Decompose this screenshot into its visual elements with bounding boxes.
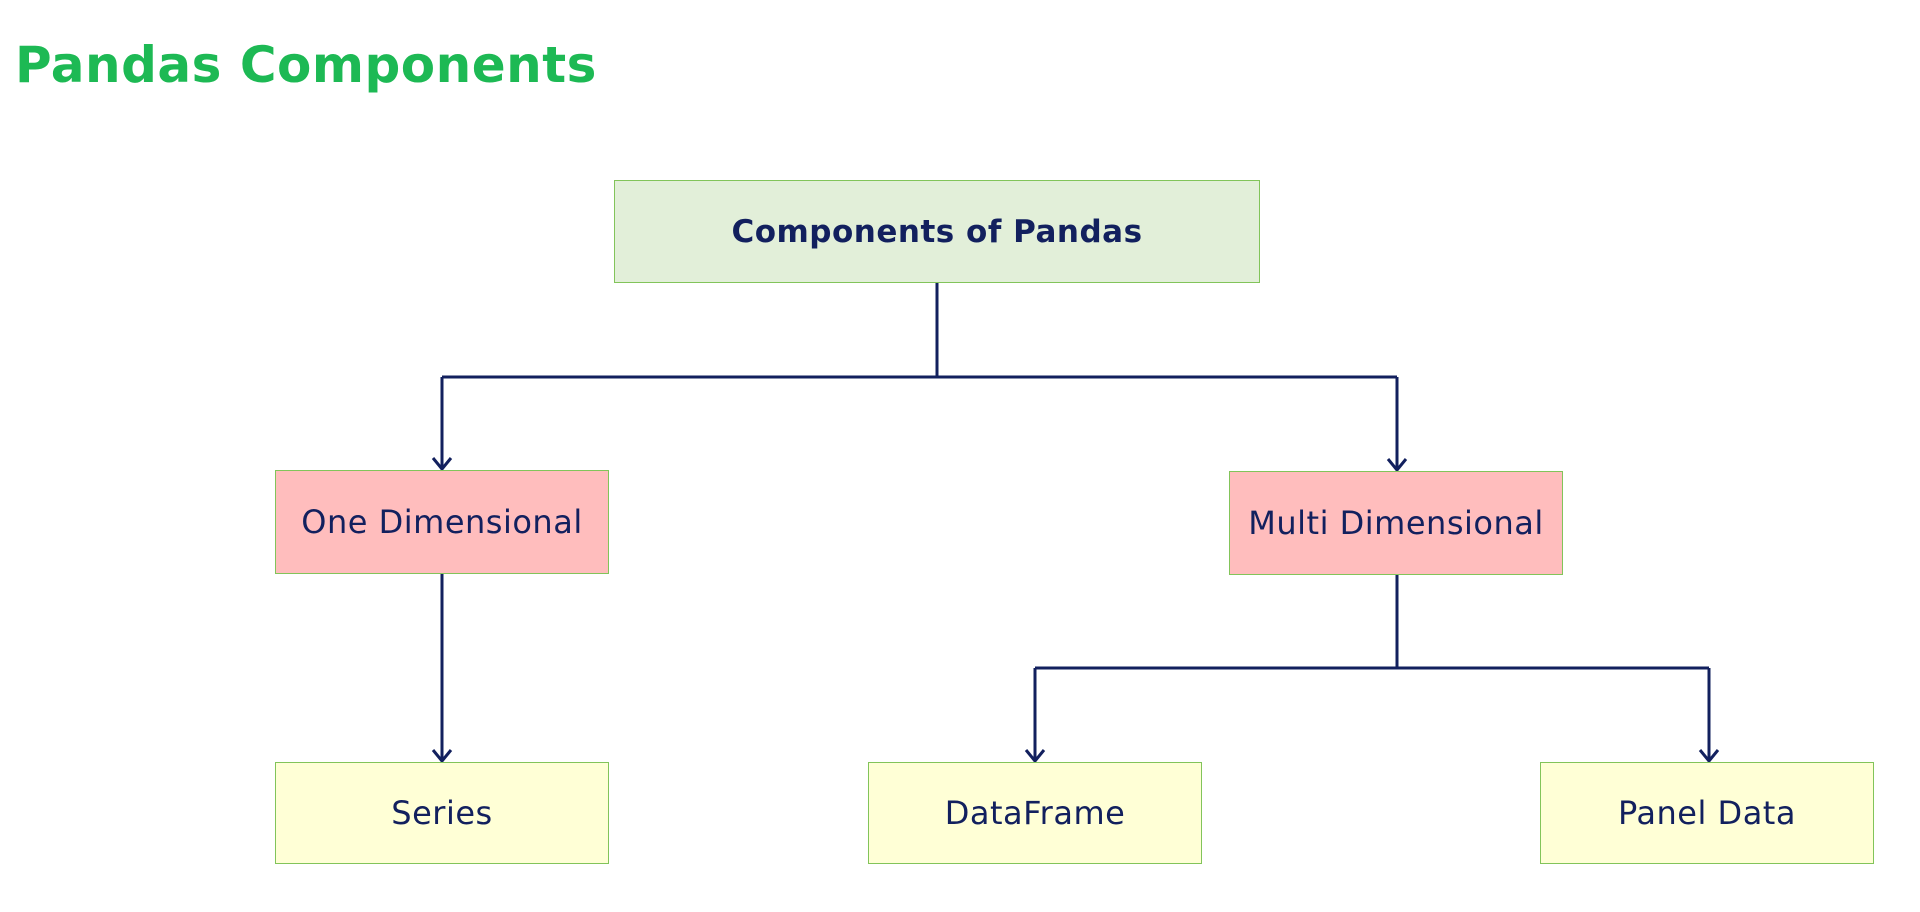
node-label: Series [391, 794, 493, 832]
node-dataframe: DataFrame [868, 762, 1202, 864]
node-series: Series [275, 762, 609, 864]
node-label: Components of Pandas [731, 213, 1143, 250]
node-label: One Dimensional [301, 503, 583, 541]
node-panel-data: Panel Data [1540, 762, 1874, 864]
arrowhead-one-dimensional [431, 457, 453, 472]
node-label: Panel Data [1618, 794, 1796, 832]
node-one-dimensional: One Dimensional [275, 470, 609, 574]
arrowhead-series [431, 749, 453, 764]
node-label: Multi Dimensional [1248, 504, 1544, 542]
arrowhead-panel-data [1698, 749, 1720, 764]
node-components-of-pandas: Components of Pandas [614, 180, 1260, 283]
page-title: Pandas Components [15, 36, 597, 94]
arrowhead-multi-dimensional [1386, 458, 1408, 473]
arrowhead-dataframe [1024, 749, 1046, 764]
node-label: DataFrame [944, 794, 1126, 832]
node-multi-dimensional: Multi Dimensional [1229, 471, 1563, 575]
